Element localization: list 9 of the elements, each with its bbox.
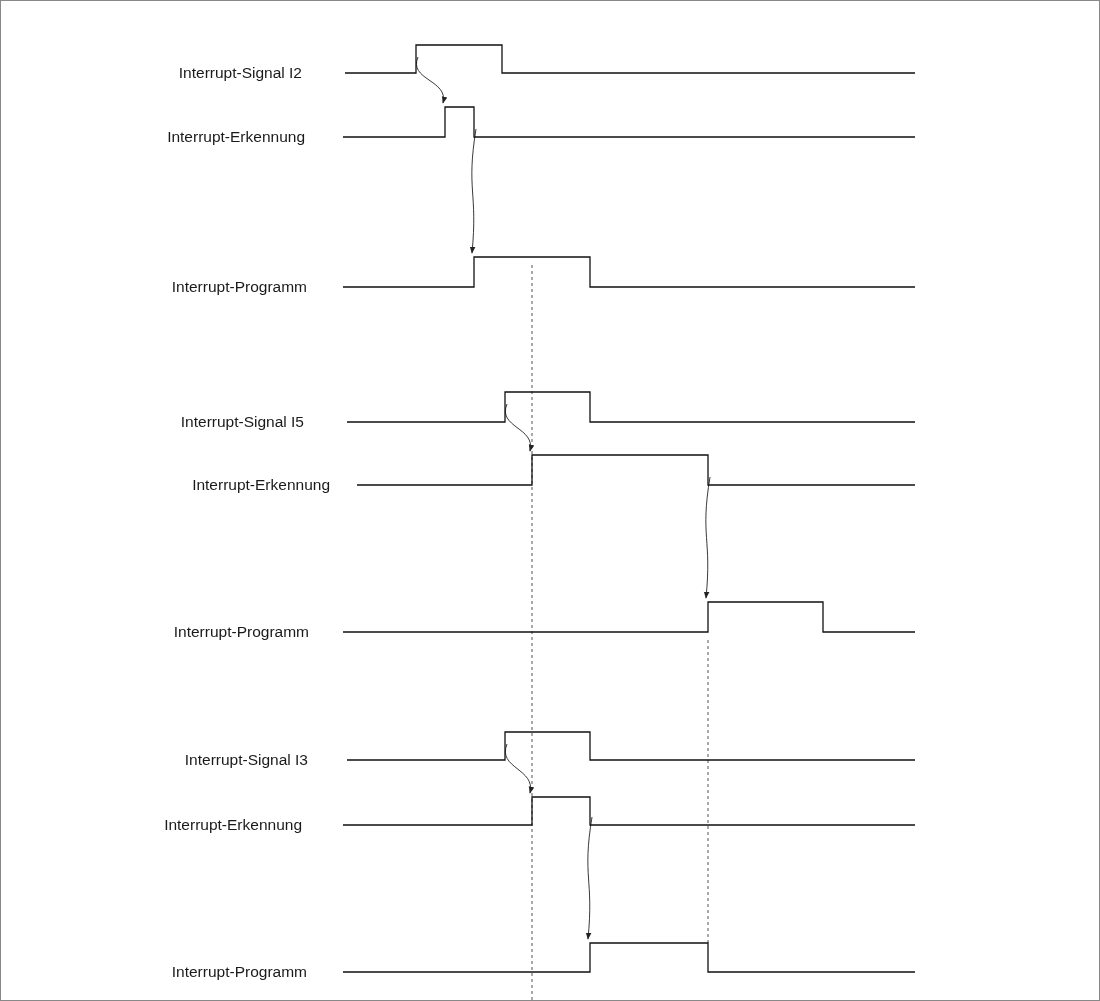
signal-label: Interrupt-Erkennung	[167, 128, 305, 146]
signal-label: Interrupt-Erkennung	[192, 476, 330, 494]
signal-label: Interrupt-Signal I2	[178, 64, 302, 82]
signal-label: Interrupt-Signal I3	[184, 751, 308, 769]
signal-label: Interrupt-Erkennung	[164, 816, 302, 834]
signal-label: Interrupt-Programm	[171, 963, 307, 981]
signal-label: Interrupt-Programm	[171, 278, 307, 296]
signal-label: Interrupt-Signal I5	[180, 413, 304, 431]
signal-label: Interrupt-Programm	[173, 623, 309, 641]
